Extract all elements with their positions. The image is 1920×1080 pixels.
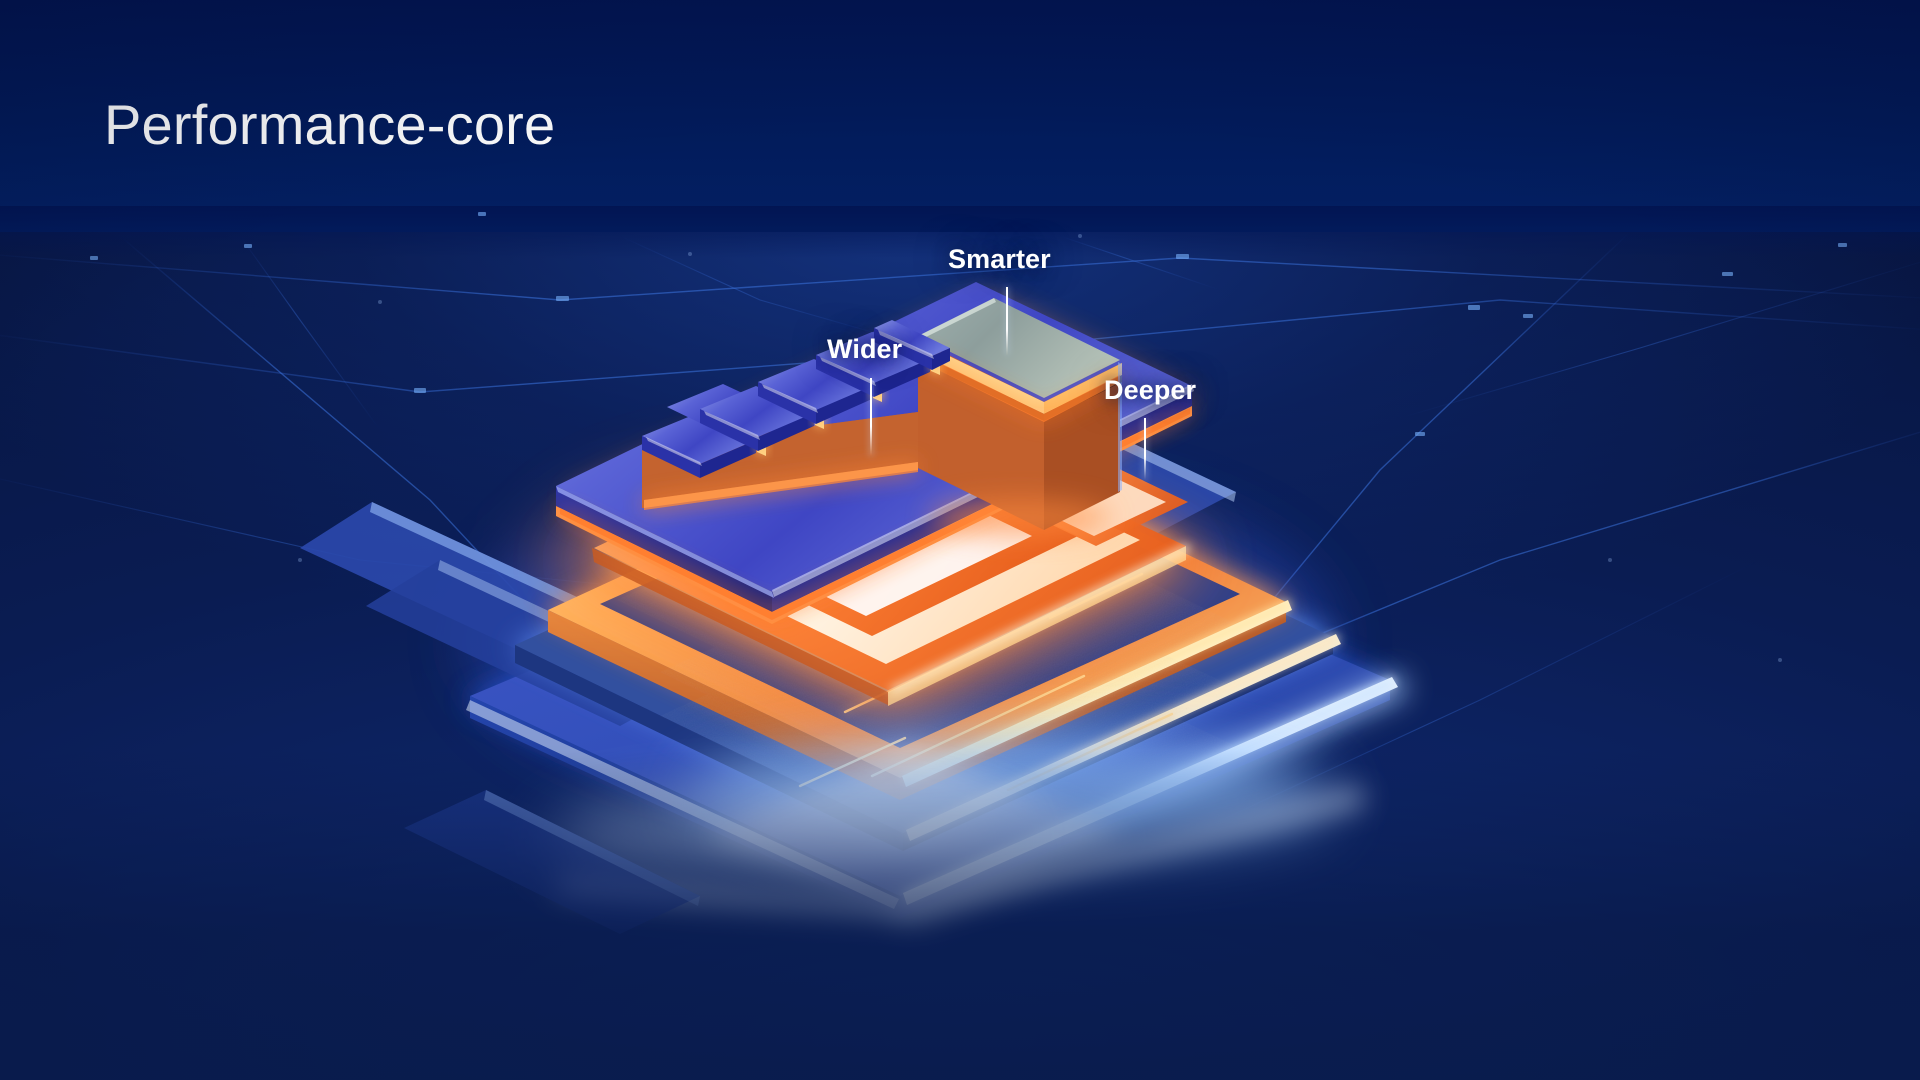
background-bottom-shade xyxy=(0,750,1920,1080)
callout-deeper-label: Deeper xyxy=(1104,375,1197,405)
callout-wider-label: Wider xyxy=(827,334,903,364)
page-title: Performance-core xyxy=(104,93,556,156)
callout-deeper-leader-line xyxy=(1144,418,1146,480)
callout-smarter-label: Smarter xyxy=(948,244,1051,274)
callout-wider-leader-line xyxy=(870,378,872,456)
callout-smarter-leader-line xyxy=(1006,287,1008,355)
